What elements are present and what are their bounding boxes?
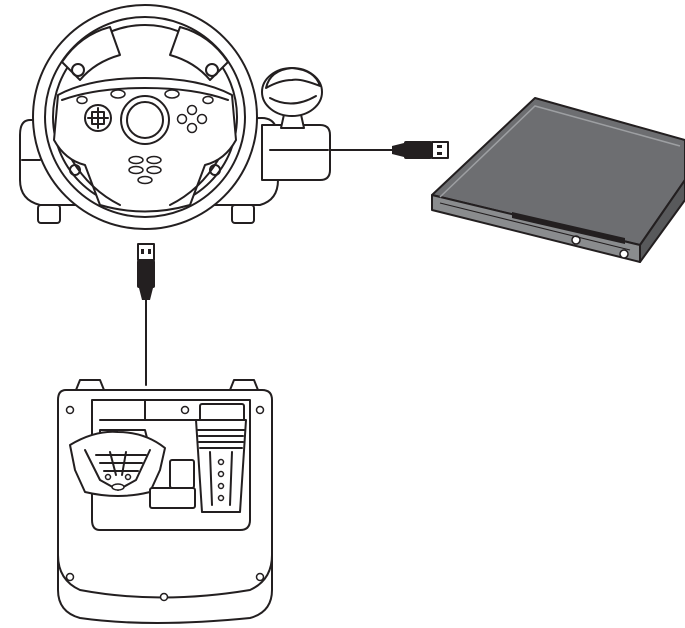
gear-shifter-icon <box>261 67 331 181</box>
game-console-icon <box>431 97 685 263</box>
usb-plug-icon <box>137 243 155 300</box>
pedal-unit-icon <box>57 379 273 624</box>
steering-wheel-icon <box>32 4 258 230</box>
usb-plug-icon <box>392 141 449 159</box>
